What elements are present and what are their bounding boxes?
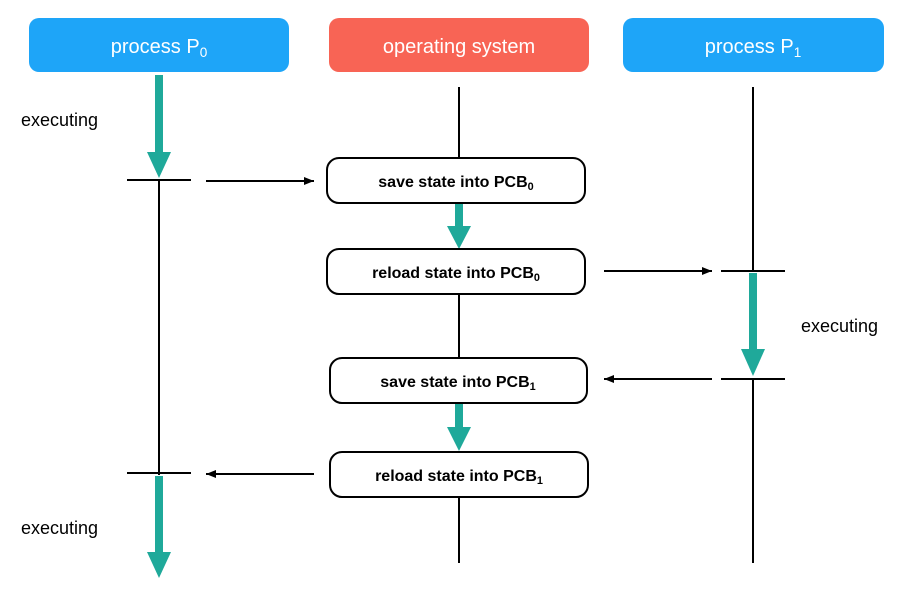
executing-label-p0-bottom: executing: [21, 518, 98, 538]
p0-header-label: process P0: [111, 36, 208, 60]
executing-label-p1: executing: [801, 316, 878, 336]
os-exec-arrow-1: [447, 204, 471, 249]
step-label: reload state into PCB0: [372, 265, 540, 284]
step-save-pcb0: save state into PCB0: [326, 157, 586, 204]
lane-header-p1: process P1: [623, 18, 884, 72]
step-label: save state into PCB1: [380, 374, 535, 393]
os-header-label: operating system: [383, 36, 535, 58]
p1-header-label: process P1: [705, 36, 802, 60]
p1-header-box: [623, 18, 884, 72]
timelines: [158, 87, 754, 563]
step-reload-pcb0: reload state into PCB0: [326, 248, 586, 295]
tick-marks: [127, 179, 785, 474]
step-box: [326, 248, 586, 295]
step-reload-pcb1: reload state into PCB1: [329, 451, 589, 498]
step-label: reload state into PCB1: [375, 468, 543, 487]
step-box: [329, 451, 589, 498]
transfer-arrows: [206, 177, 712, 478]
os-header-box: [329, 18, 589, 72]
step-label: save state into PCB0: [378, 174, 533, 193]
p0-header-box: [29, 18, 289, 72]
step-save-pcb1: save state into PCB1: [329, 357, 588, 404]
os-exec-arrow-2: [447, 404, 471, 451]
p0-exec-arrow-2: [147, 476, 171, 578]
step-box: [329, 357, 588, 404]
p0-exec-arrow-1: [147, 75, 171, 178]
p1-exec-arrow: [741, 273, 765, 376]
lane-header-os: operating system: [329, 18, 589, 72]
lane-header-p0: process P0: [29, 18, 289, 72]
exec-arrows: [147, 75, 765, 578]
executing-label-p0-top: executing: [21, 110, 98, 130]
step-box: [326, 157, 586, 204]
